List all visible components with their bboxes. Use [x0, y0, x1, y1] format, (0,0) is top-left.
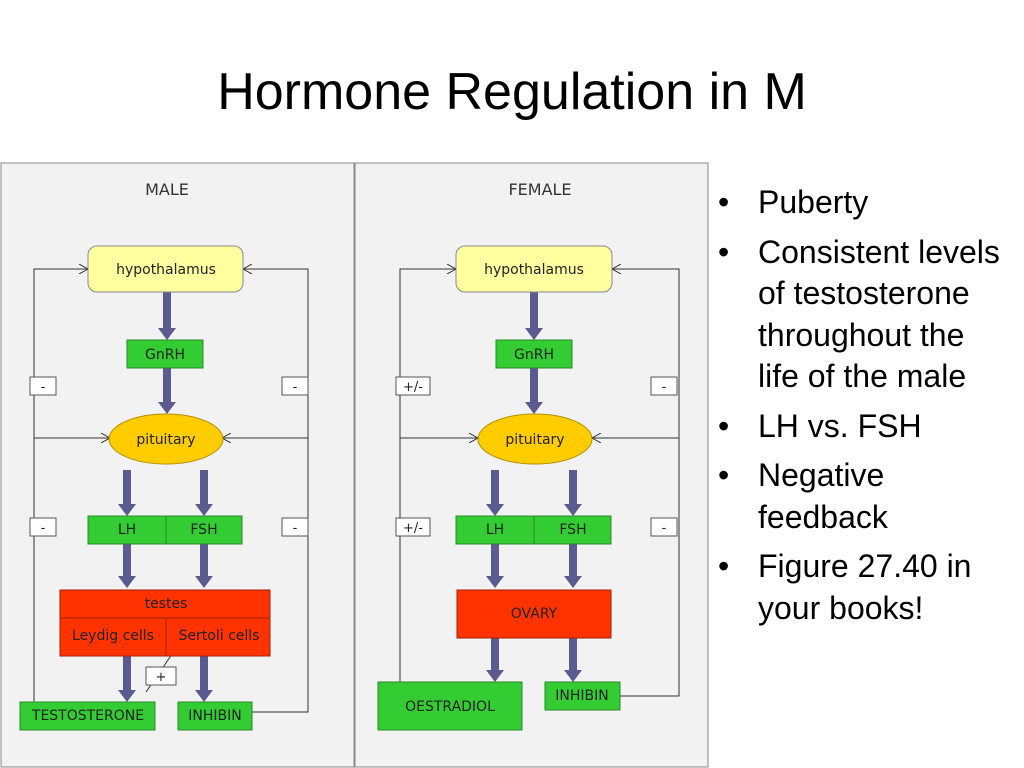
- male-lh-label: LH: [118, 522, 136, 538]
- female-lh-label: LH: [486, 522, 504, 538]
- female-fsh-label: FSH: [559, 522, 586, 538]
- female-right-feedback-line: [612, 269, 680, 697]
- bullet-list: Puberty Consistent levels of testosteron…: [712, 182, 1012, 637]
- female-left-sign-bottom: +/-: [403, 521, 423, 536]
- male-plus-sign: +: [156, 670, 167, 685]
- slide-title: Hormone Regulation in M: [217, 63, 807, 121]
- male-right-sign-bottom: -: [293, 521, 298, 536]
- male-testes-label: testes: [145, 596, 188, 612]
- male-fsh-label: FSH: [190, 522, 217, 538]
- female-pituitary-ellipse: [477, 413, 593, 465]
- female-hypothalamus-label: hypothalamus: [484, 262, 584, 278]
- female-inhibin-label: INHIBIN: [555, 688, 608, 704]
- female-gnrh-label: GnRH: [514, 347, 554, 363]
- female-header: FEMALE: [508, 180, 571, 199]
- bullet-item: Consistent levels of testosterone throug…: [712, 232, 1012, 398]
- male-inhibin-label: INHIBIN: [188, 708, 241, 724]
- male-testosterone-label: TESTOSTERONE: [31, 708, 144, 724]
- male-right-feedback-line: [243, 269, 309, 713]
- female-hypothalamus-box: [455, 245, 613, 293]
- male-inhibin-box: [177, 701, 253, 731]
- female-gnrh-box: [495, 339, 573, 369]
- female-arrows: [486, 292, 582, 682]
- female-ovary-box: [456, 589, 612, 639]
- male-hypothalamus-label: hypothalamus: [116, 262, 216, 278]
- male-plus-box: [145, 666, 177, 686]
- female-ovary-label: OVARY: [511, 606, 558, 622]
- bullet-item: Figure 27.40 in your books!: [712, 546, 1012, 629]
- male-right-sign-top: -: [293, 380, 298, 395]
- male-left-sign-top: -: [41, 380, 46, 395]
- bullet-item: LH vs. FSH: [712, 406, 1012, 448]
- female-oestradiol-label: OESTRADIOL: [405, 699, 495, 715]
- hormone-regulation-diagram: MALE hypothalamus GnRH pituitary LH FSH …: [0, 162, 709, 768]
- male-pituitary-ellipse: [108, 413, 224, 465]
- male-left-sign-bottom: -: [41, 521, 46, 536]
- female-left-feedback-line: [399, 269, 456, 692]
- female-inhibin-box: [544, 681, 621, 711]
- male-gnrh-box: [126, 339, 204, 369]
- male-leydig-label: Leydig cells: [72, 628, 154, 644]
- male-arrows: [118, 292, 213, 702]
- female-oestradiol-box: [377, 681, 523, 731]
- male-lh-fsh-box: [87, 515, 243, 545]
- female-right-sign-bottom: -: [662, 521, 667, 536]
- male-gnrh-label: GnRH: [145, 347, 185, 363]
- bullet-item: Negative feedback: [712, 455, 1012, 538]
- male-header: MALE: [145, 180, 189, 199]
- male-pituitary-label: pituitary: [136, 432, 195, 448]
- male-hypothalamus-box: [87, 245, 244, 293]
- male-testes-box: [59, 589, 271, 657]
- female-right-sign-top: -: [662, 380, 667, 395]
- female-left-sign-top: +/-: [403, 380, 423, 395]
- bullet-item: Puberty: [712, 182, 1012, 224]
- male-testosterone-box: [19, 701, 156, 731]
- female-pituitary-label: pituitary: [505, 432, 564, 448]
- male-sertoli-label: Sertoli cells: [179, 628, 260, 644]
